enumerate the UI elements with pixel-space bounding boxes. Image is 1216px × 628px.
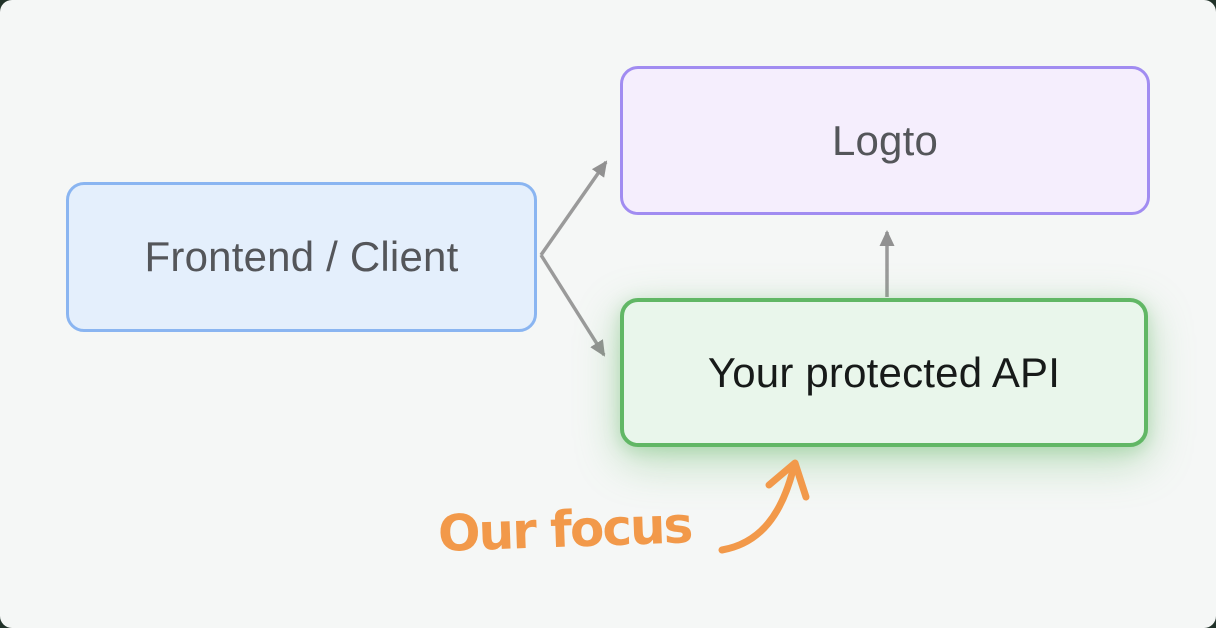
logto-node: Logto: [620, 66, 1150, 215]
frontend-client-label: Frontend / Client: [144, 233, 459, 280]
our-focus-annotation: Our focus: [437, 496, 693, 564]
frontend-client-node: Frontend / Client: [66, 182, 537, 332]
our-focus-arrowhead-icon: [765, 459, 810, 501]
protected-api-label: Your protected API: [707, 348, 1061, 396]
logto-label: Logto: [831, 116, 939, 164]
our-focus-arrow-curve: [718, 466, 797, 554]
arrow-frontend-to-api: [539, 254, 606, 357]
protected-api-node: Your protected API: [620, 298, 1148, 447]
arrow-frontend-to-logto: [539, 160, 608, 257]
